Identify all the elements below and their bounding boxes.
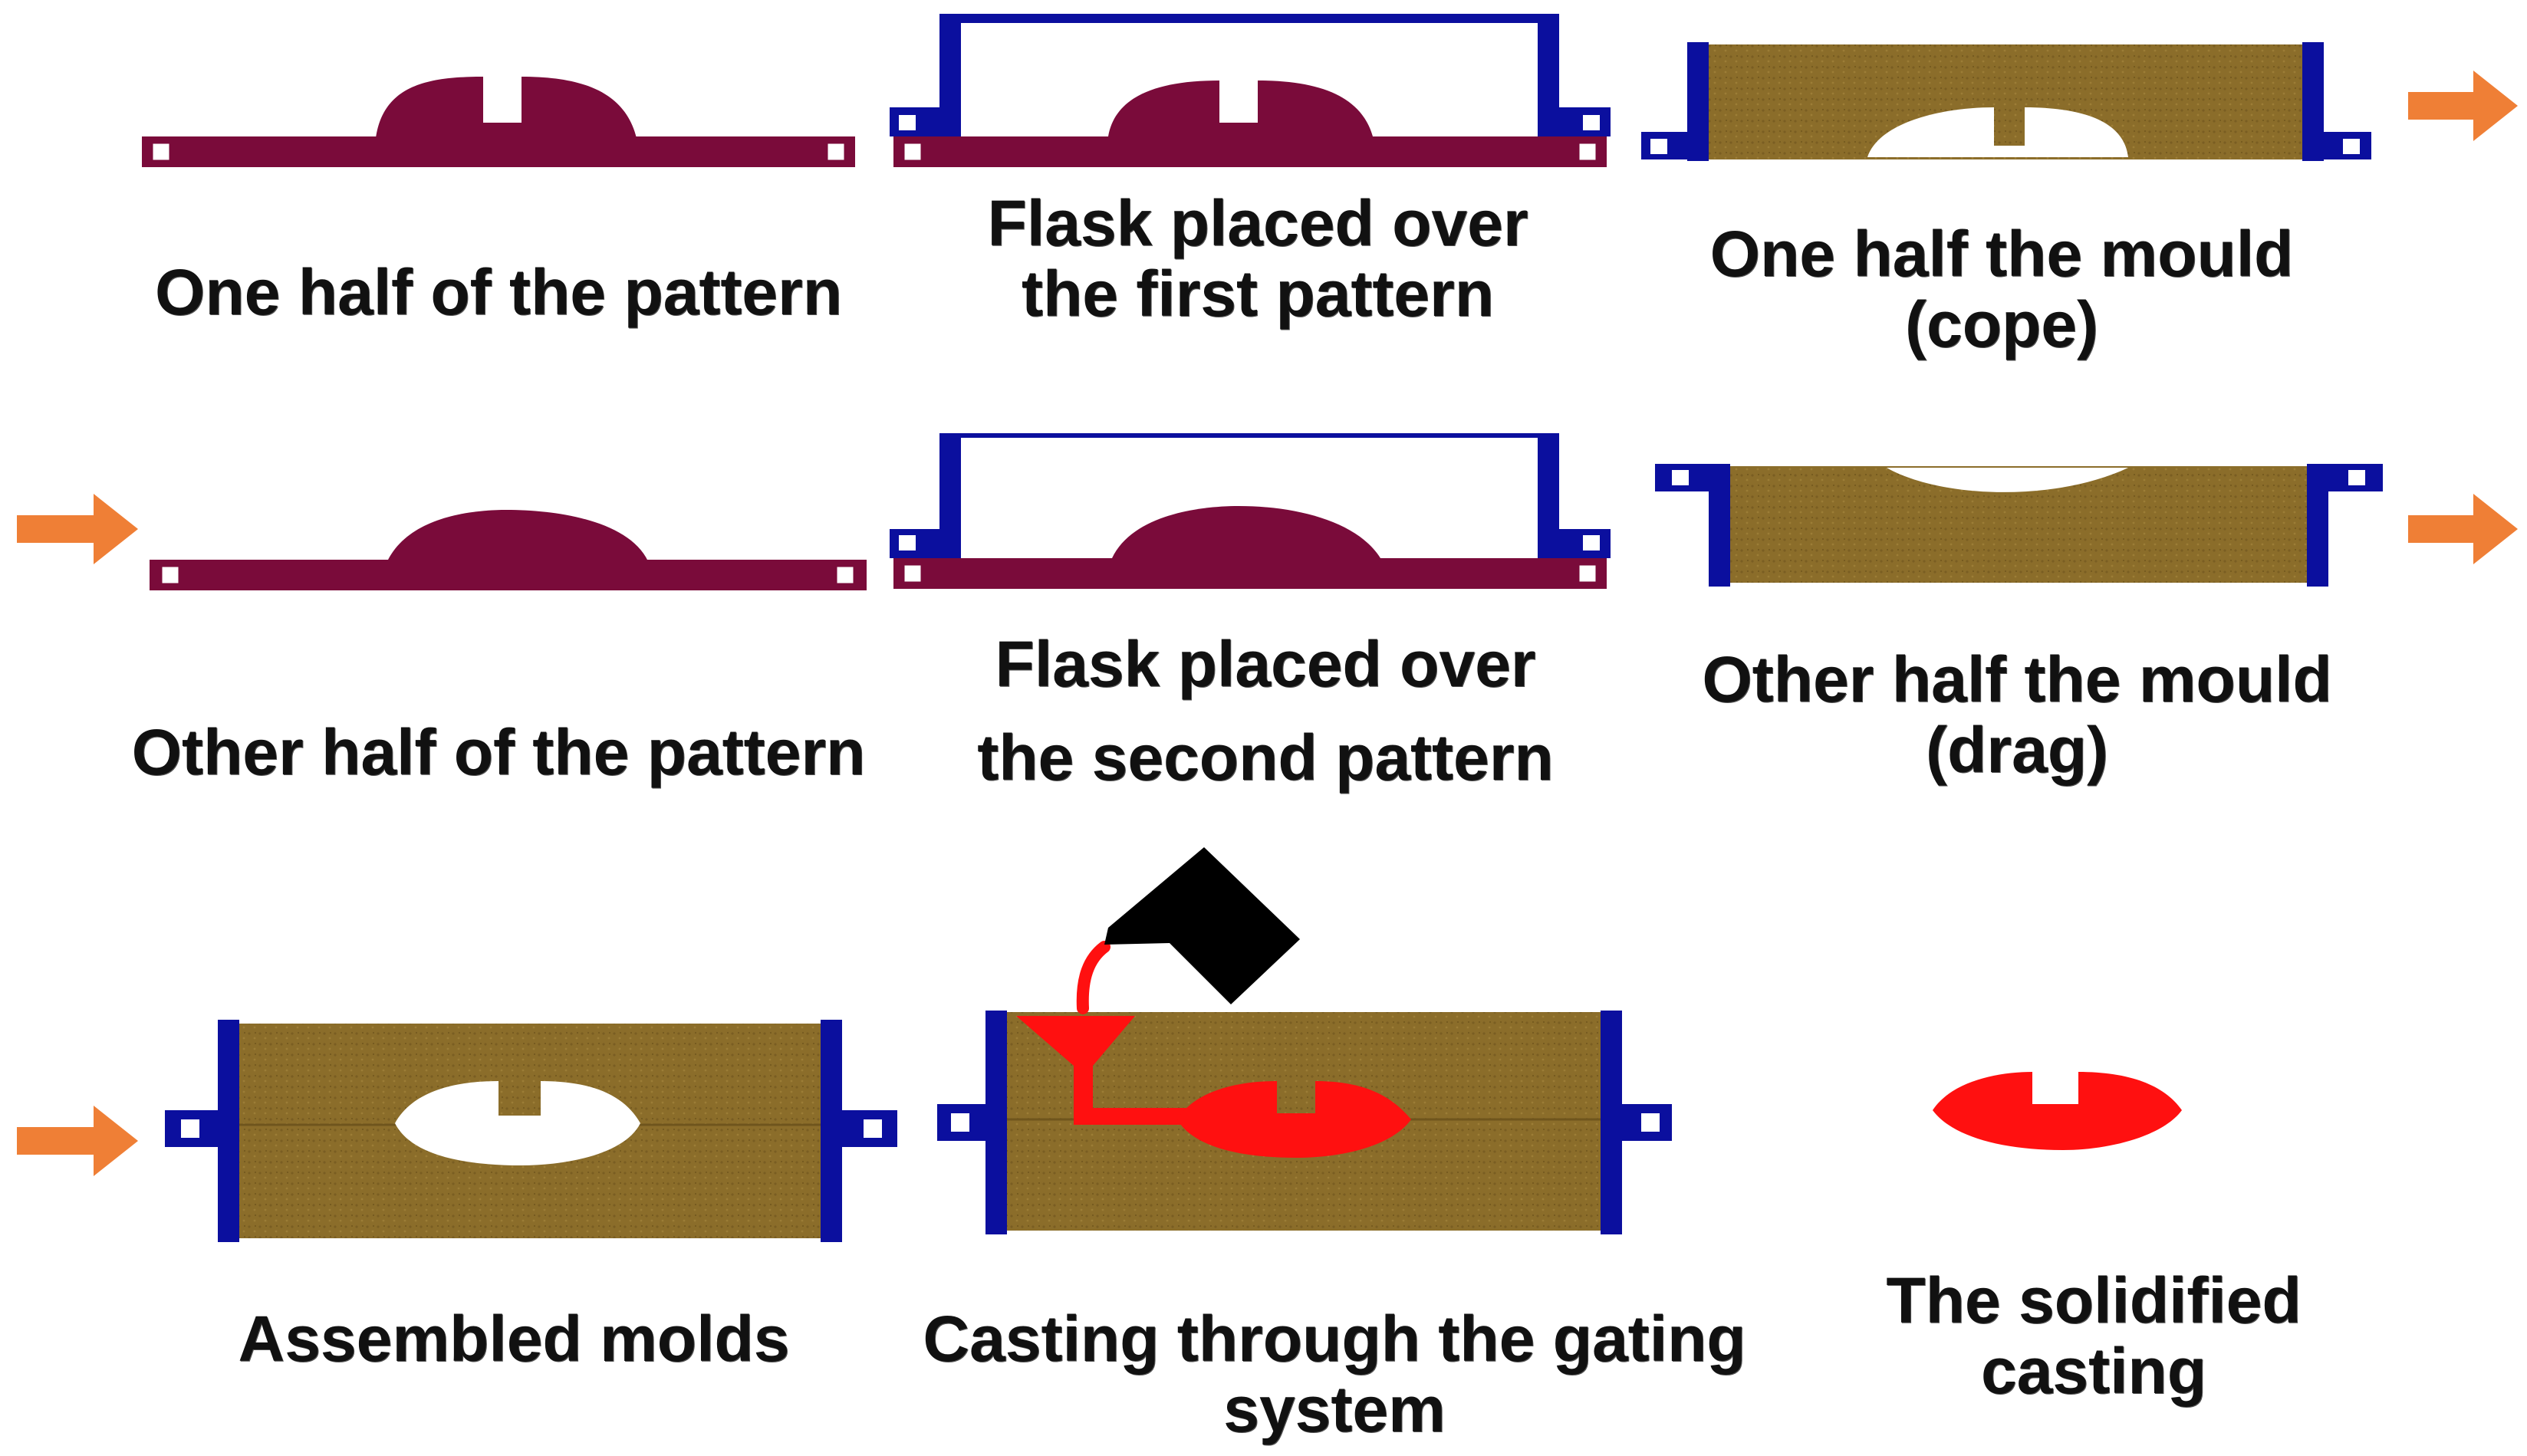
caption-pattern-half-one: One half of the pattern xyxy=(154,256,843,328)
caption-flask-second: Flask placed over the second pattern xyxy=(977,628,1554,794)
pattern-piece xyxy=(1108,81,1373,136)
pattern-half-one xyxy=(142,77,855,167)
flask-lug-left xyxy=(890,107,943,136)
pattern-board xyxy=(142,136,855,167)
arrow-right-icon xyxy=(17,494,138,564)
arrow-right-icon xyxy=(2408,494,2518,564)
solidified-casting xyxy=(1933,1072,2182,1150)
flask-wall-right xyxy=(2307,464,2328,587)
flask-wall-right xyxy=(2302,42,2324,161)
cope-mould xyxy=(1641,42,2371,161)
flask-wall-right xyxy=(821,1020,842,1242)
molten-metal-cavity xyxy=(1177,1081,1411,1158)
caption-flask-first: Flask placed over the first pattern xyxy=(987,187,1528,330)
arrow-right-icon xyxy=(17,1106,138,1176)
pattern-piece xyxy=(376,77,637,138)
flask-wall-right xyxy=(1601,1011,1622,1234)
assembled-molds xyxy=(165,1020,897,1242)
sand xyxy=(1706,44,2305,159)
runner xyxy=(1074,1108,1200,1125)
pattern-board xyxy=(893,558,1607,589)
pattern-half-other xyxy=(150,510,867,590)
arrow-right-icon xyxy=(2408,71,2518,141)
flask-frame-top xyxy=(939,433,1559,438)
pattern-piece xyxy=(387,510,648,561)
pattern-board xyxy=(893,136,1607,167)
flask-wall-right xyxy=(1538,14,1559,136)
caption-casting: Casting through the gating system xyxy=(923,1303,1746,1445)
mould-cavity xyxy=(1867,107,2128,157)
flask-wall-right xyxy=(1538,433,1559,560)
caption-assembled: Assembled molds xyxy=(238,1303,790,1375)
metal-stream xyxy=(1076,941,1110,1014)
mould-cavity xyxy=(395,1081,640,1165)
caption-pattern-half-other: Other half of the pattern xyxy=(131,716,866,788)
drag-mould xyxy=(1655,464,2383,587)
board-pin-left xyxy=(150,141,172,163)
casting-pour xyxy=(937,847,1672,1234)
ladle xyxy=(1104,847,1300,1004)
board-pin-right xyxy=(825,141,847,163)
caption-cope: One half the mould (cope) xyxy=(1709,218,2294,360)
caption-solidified: The solidified casting xyxy=(1886,1264,2302,1407)
flask-frame-top xyxy=(939,14,1559,23)
pattern-board xyxy=(150,560,867,590)
flask-first-assembly xyxy=(890,14,1611,167)
pattern-piece xyxy=(1112,506,1380,558)
pouring-basin xyxy=(1016,1016,1135,1112)
flask-second-assembly xyxy=(890,433,1611,589)
mould-cavity xyxy=(1887,468,2128,492)
caption-drag: Other half the mould (drag) xyxy=(1702,643,2332,786)
